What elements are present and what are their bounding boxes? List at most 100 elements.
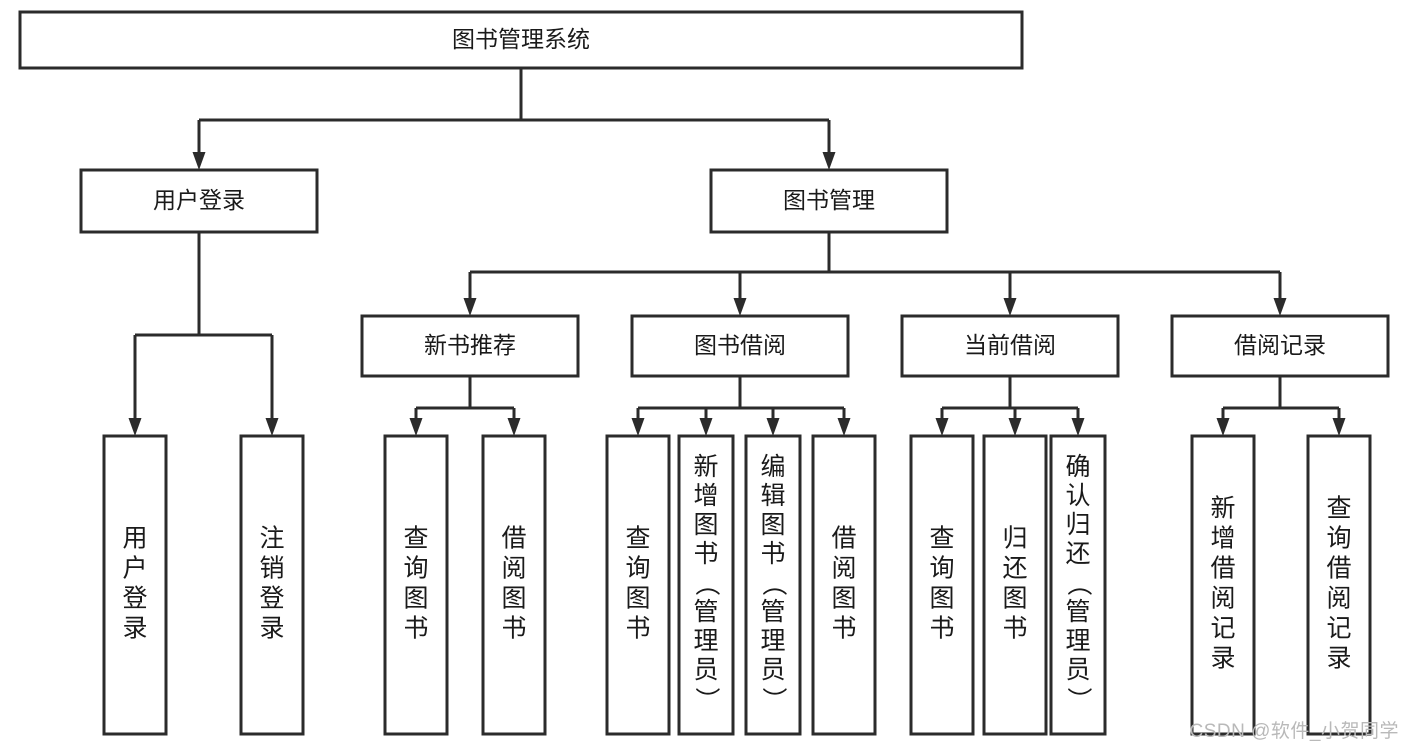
node-box [481,434,547,736]
node-current-borrow[interactable]: 当前借阅 [900,314,1120,378]
node-label-char: 员 [693,656,718,684]
node-label-char: 记 [1326,615,1351,643]
node-label: 借阅记录 [1234,332,1326,358]
node-new-book-recommend[interactable]: 新书推荐 [360,314,580,378]
node-book-borrow[interactable]: 图书借阅 [630,314,850,378]
node-label-char: 理 [693,627,718,655]
node-box [1049,434,1107,736]
node-label-char: 用 [122,525,147,553]
node-box [383,434,449,736]
node-label: 图书管理系统 [452,26,590,52]
arrow-head [1332,418,1346,436]
node-label-char: 录 [1326,645,1351,673]
node-label-char: 辑 [760,482,785,510]
node-box [239,434,305,736]
node-label-char: 书 [1002,615,1027,643]
node-root[interactable]: 图书管理系统 [18,10,1024,70]
node-label-char: 登 [259,585,284,613]
node-box [630,314,850,378]
node-label-char: 借 [501,525,526,553]
node-borrow-records[interactable]: 借阅记录 [1170,314,1390,378]
node-label-char: 借 [1210,555,1235,583]
arrow-head [733,298,747,316]
node-label-char: 书 [693,540,718,568]
node-box [1306,434,1372,736]
node-user-login[interactable]: 用户登录 [79,168,319,234]
node-label-char: 员 [1065,656,1090,684]
node-label-char: 新 [1210,495,1235,523]
node-label-char: 查 [625,525,650,553]
arrow-head [265,418,279,436]
node-label-char: 图 [929,585,954,613]
node-box [900,314,1120,378]
node-label-char: 询 [1326,525,1351,553]
node-label-char: 管 [760,598,785,626]
node-box [709,168,949,234]
node-box [605,434,671,736]
node-box [18,10,1024,70]
arrow-head [409,418,423,436]
node-label-char: 图 [831,585,856,613]
node-label-char: 图 [760,511,785,539]
node-box [677,434,735,736]
arrow-head [1216,418,1230,436]
node-box [102,434,168,736]
node-label-char: 归 [1065,511,1090,539]
arrow-head [631,418,645,436]
node-label-char: 录 [259,615,284,643]
node-label-char: 理 [760,627,785,655]
node-label-char: 图 [501,585,526,613]
csdn-watermark: CSDN @软件_小贺同学 [1189,721,1399,742]
arrow-head [822,152,836,170]
node-label-char: 登 [122,585,147,613]
node-label-char: 户 [122,555,147,583]
node-label-char: 员 [760,656,785,684]
arrow-head [935,418,949,436]
node-label-char: 书 [760,540,785,568]
node-label-char: 图 [1002,585,1027,613]
node-box [909,434,975,736]
node-book-management[interactable]: 图书管理 [709,168,949,234]
node-label-char: 书 [625,615,650,643]
node-label-char: （ [759,571,787,596]
node-box [744,434,802,736]
node-label-char: 查 [929,525,954,553]
node-label-char: 新 [693,453,718,481]
node-label-char: 询 [929,555,954,583]
node-label-char: 记 [1210,615,1235,643]
node-label-char: 增 [1210,525,1235,553]
node-label-char: ） [1064,687,1092,712]
node-label: 图书管理 [783,187,875,213]
node-label-char: 借 [831,525,856,553]
node-label: 新书推荐 [424,332,516,358]
node-label-char: 阅 [501,555,526,583]
node-label-char: 管 [693,598,718,626]
node-label-char: 管 [1065,598,1090,626]
node-box [982,434,1048,736]
node-label-char: （ [1064,571,1092,596]
node-label-char: 还 [1002,555,1027,583]
node-label: 图书借阅 [694,332,786,358]
node-leaf-user-login[interactable]: 用户登录 [102,434,168,736]
arrow-head [1273,298,1287,316]
node-label: 用户登录 [153,187,245,213]
node-label-char: 增 [693,482,718,510]
node-label-char: 图 [625,585,650,613]
arrow-head [192,152,206,170]
node-label-char: 书 [501,615,526,643]
node-box [1170,314,1390,378]
